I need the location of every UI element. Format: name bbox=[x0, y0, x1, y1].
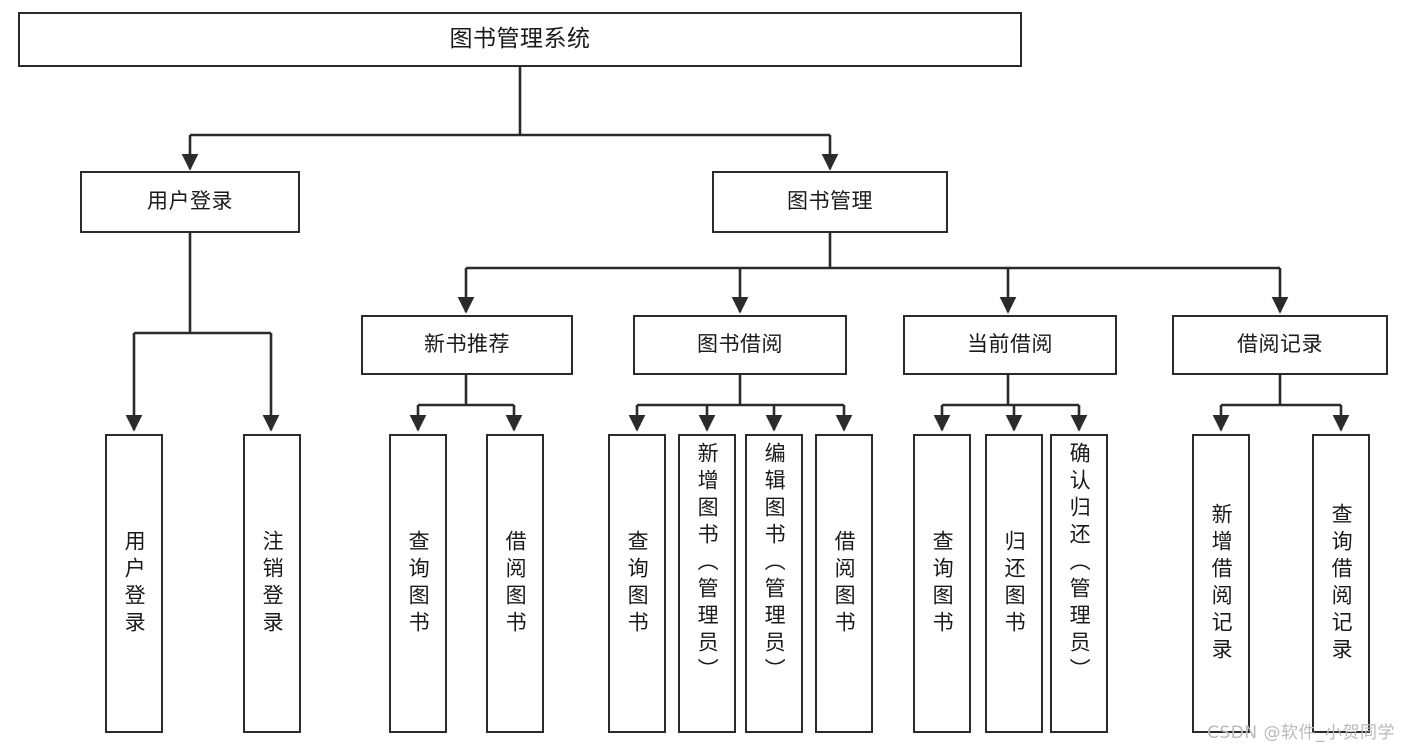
node-leaf-return-books-label: 归还图书 bbox=[1002, 529, 1027, 638]
node-leaf-logout-label: 注销登录 bbox=[260, 529, 285, 638]
node-leaf-query-books-borrow[interactable]: 查询图书 bbox=[608, 434, 666, 733]
node-book-management-label: 图书管理 bbox=[787, 189, 873, 214]
node-borrow-records[interactable]: 借阅记录 bbox=[1172, 315, 1388, 375]
node-leaf-edit-book-admin-label: 编辑图书（管理员） bbox=[762, 442, 787, 685]
node-user-login-label: 用户登录 bbox=[147, 189, 233, 214]
node-book-borrow-label: 图书借阅 bbox=[697, 332, 783, 357]
node-book-management[interactable]: 图书管理 bbox=[712, 171, 948, 233]
node-leaf-query-borrow-record[interactable]: 查询借阅记录 bbox=[1312, 434, 1370, 733]
node-book-borrow[interactable]: 图书借阅 bbox=[633, 315, 847, 375]
node-leaf-borrow-books-recommend-label: 借阅图书 bbox=[503, 529, 528, 638]
node-current-borrow[interactable]: 当前借阅 bbox=[903, 315, 1117, 375]
node-user-login[interactable]: 用户登录 bbox=[80, 171, 300, 233]
node-current-borrow-label: 当前借阅 bbox=[967, 332, 1053, 357]
node-leaf-borrow-books-recommend[interactable]: 借阅图书 bbox=[486, 434, 544, 733]
node-leaf-query-books-recommend-label: 查询图书 bbox=[406, 529, 431, 638]
csdn-watermark: CSDN @软件_小贺同学 bbox=[1207, 723, 1395, 743]
node-leaf-query-books-current[interactable]: 查询图书 bbox=[913, 434, 971, 733]
node-root[interactable]: 图书管理系统 bbox=[18, 12, 1022, 67]
node-new-book-recommend[interactable]: 新书推荐 bbox=[361, 315, 573, 375]
node-leaf-user-login-label: 用户登录 bbox=[122, 529, 147, 638]
node-leaf-add-book-admin-label: 新增图书（管理员） bbox=[695, 442, 720, 685]
node-leaf-add-borrow-record-label: 新增借阅记录 bbox=[1209, 502, 1234, 665]
node-leaf-return-books[interactable]: 归还图书 bbox=[985, 434, 1043, 733]
node-leaf-user-login[interactable]: 用户登录 bbox=[105, 434, 163, 733]
node-leaf-edit-book-admin[interactable]: 编辑图书（管理员） bbox=[745, 434, 803, 733]
node-leaf-query-books-current-label: 查询图书 bbox=[930, 529, 955, 638]
node-leaf-confirm-return-admin[interactable]: 确认归还（管理员） bbox=[1050, 434, 1108, 733]
node-leaf-borrow-books[interactable]: 借阅图书 bbox=[815, 434, 873, 733]
node-leaf-confirm-return-admin-label: 确认归还（管理员） bbox=[1067, 442, 1092, 685]
node-leaf-query-books-borrow-label: 查询图书 bbox=[625, 529, 650, 638]
node-leaf-add-borrow-record[interactable]: 新增借阅记录 bbox=[1192, 434, 1250, 733]
node-leaf-add-book-admin[interactable]: 新增图书（管理员） bbox=[678, 434, 736, 733]
node-new-book-recommend-label: 新书推荐 bbox=[424, 332, 510, 357]
node-root-label: 图书管理系统 bbox=[449, 25, 591, 52]
node-leaf-logout[interactable]: 注销登录 bbox=[243, 434, 301, 733]
node-leaf-borrow-books-label: 借阅图书 bbox=[832, 529, 857, 638]
node-leaf-query-books-recommend[interactable]: 查询图书 bbox=[389, 434, 447, 733]
node-leaf-query-borrow-record-label: 查询借阅记录 bbox=[1329, 502, 1354, 665]
node-borrow-records-label: 借阅记录 bbox=[1237, 332, 1323, 357]
